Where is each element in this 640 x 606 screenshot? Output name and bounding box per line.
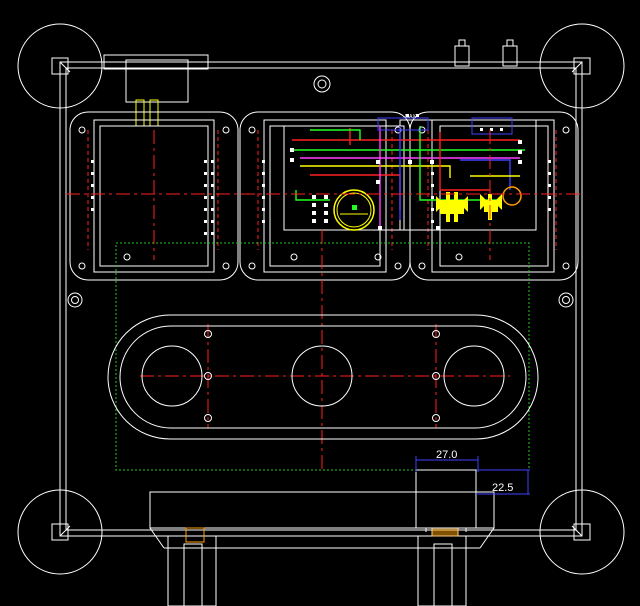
foot-bottom-left (17, 489, 103, 575)
side-holes (67, 292, 574, 308)
pot-body (415, 469, 477, 532)
dimension-width-label: 27.0 (436, 449, 457, 461)
front-bracket (149, 491, 495, 606)
foot-top-right (539, 23, 625, 109)
foot-bottom-right (539, 489, 625, 575)
corner-feet (17, 23, 625, 575)
pcb-board: MAX (283, 114, 537, 231)
dimension-width: 27.0 (415, 449, 479, 472)
heatsinks (436, 192, 502, 222)
top-center-hole (313, 75, 331, 93)
power-inlet (103, 54, 209, 127)
dimension-height: 22.5 (476, 469, 530, 495)
chassis-outline (59, 61, 583, 537)
centerlines (66, 130, 580, 470)
pcb-label: MAX (405, 114, 417, 120)
terminal-strips (87, 130, 557, 250)
top-switches (454, 39, 518, 67)
output-plate (107, 314, 539, 440)
dimension-height-label: 22.5 (492, 482, 513, 494)
foot-top-left (17, 23, 103, 109)
